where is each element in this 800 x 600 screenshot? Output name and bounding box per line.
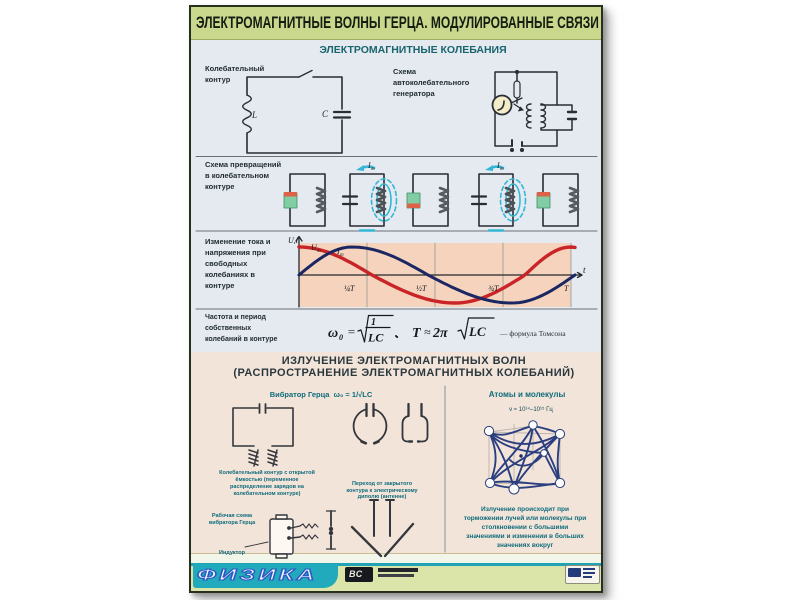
- svg-text:T: T: [564, 284, 569, 293]
- svg-text:.: .: [396, 326, 399, 341]
- svg-text:≈: ≈: [424, 325, 431, 339]
- svg-text:LC: LC: [367, 331, 384, 345]
- svg-text:U: U: [311, 243, 318, 252]
- svg-text:U,i: U,i: [288, 236, 298, 245]
- svg-text:t: t: [583, 265, 586, 275]
- svg-text:— формула Томсона: — формула Томсона: [499, 329, 566, 338]
- svg-text:1: 1: [371, 317, 376, 328]
- svg-text:¼T: ¼T: [344, 284, 355, 293]
- svg-text:2π: 2π: [432, 326, 448, 341]
- svg-text:LC: LC: [468, 324, 486, 339]
- svg-text:C: C: [322, 109, 329, 119]
- svg-text:I: I: [367, 161, 371, 170]
- svg-text:½T: ½T: [416, 284, 427, 293]
- svg-text:m: m: [317, 249, 321, 254]
- svg-text:L: L: [251, 110, 257, 120]
- svg-text:m: m: [371, 167, 375, 172]
- svg-text:I: I: [336, 247, 340, 256]
- svg-text:ω: ω: [328, 326, 338, 341]
- svg-text:0: 0: [339, 333, 343, 342]
- svg-text:m: m: [340, 253, 344, 258]
- svg-text:¾T: ¾T: [488, 284, 499, 293]
- svg-text:T: T: [412, 326, 422, 341]
- svg-text:=: =: [347, 324, 356, 339]
